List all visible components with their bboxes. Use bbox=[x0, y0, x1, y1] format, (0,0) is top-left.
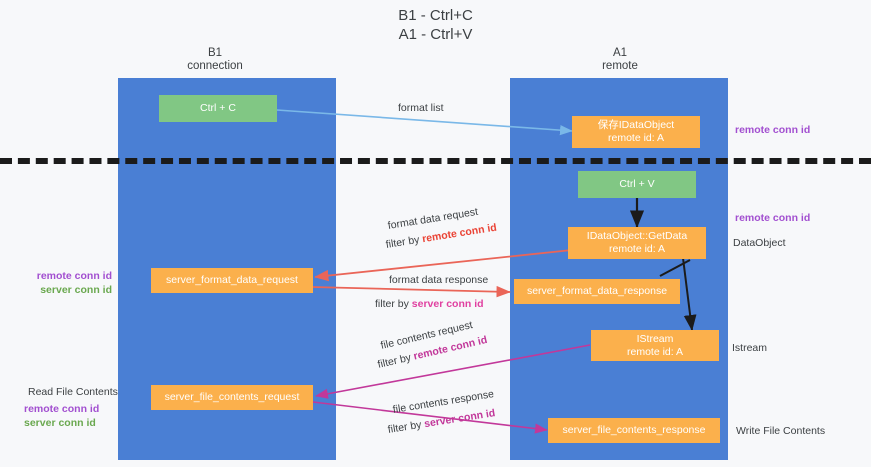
filter-prefix: filter by bbox=[386, 418, 426, 436]
node-server-file-contents-request-label: server_file_contents_request bbox=[164, 391, 300, 403]
annotation-text: remote conn id bbox=[735, 124, 811, 136]
lane-header-b1-name: B1 bbox=[207, 47, 223, 59]
lane-header-a1-role: remote bbox=[602, 60, 638, 72]
node-getdata-id: remote id: A bbox=[608, 243, 666, 255]
node-server-format-data-response-label: server_format_data_response bbox=[526, 285, 668, 297]
node-server-format-data-request-label: server_format_data_request bbox=[166, 274, 298, 286]
node-idataobject-getdata[interactable]: IDataObject::GetData remote id: A bbox=[568, 227, 706, 259]
edge-label-format-data-response-text: format data response bbox=[389, 274, 489, 286]
node-getdata-title: IDataObject::GetData bbox=[586, 230, 688, 242]
node-istream-id: remote id: A bbox=[626, 345, 684, 358]
annotation-left-read-file-contents: Read File Contents bbox=[28, 385, 118, 399]
filter-prefix: filter by bbox=[375, 298, 412, 310]
title-line-2: A1 - Ctrl+V bbox=[398, 26, 473, 43]
edge-label-format-data-response: format data response bbox=[389, 274, 488, 287]
annotation-right-remote-conn-id-mid: remote conn id bbox=[735, 211, 810, 225]
node-server-file-contents-response-label: server_file_contents_response bbox=[562, 424, 706, 436]
annotation-text: Write File Contents bbox=[736, 425, 826, 437]
node-ctrl-c-label: Ctrl + C bbox=[200, 102, 236, 114]
annotation-server-conn-id: server conn id bbox=[24, 417, 96, 429]
annotation-right-dataobject: DataObject bbox=[733, 236, 786, 250]
annotation-server-conn-id: server conn id bbox=[40, 284, 112, 296]
edge-label-format-list-text: format list bbox=[398, 102, 444, 114]
annotation-right-remote-conn-id-top: remote conn id bbox=[735, 123, 810, 137]
node-server-file-contents-response[interactable]: server_file_contents_response bbox=[548, 418, 720, 443]
annotation-right-istream: Istream bbox=[732, 341, 767, 355]
title-line-1: B1 - Ctrl+C bbox=[398, 7, 473, 24]
annotation-left-conn-ids-bottom: remote conn id server conn id bbox=[24, 402, 99, 430]
node-server-format-data-response[interactable]: server_format_data_response bbox=[514, 279, 680, 304]
node-ctrl-v[interactable]: Ctrl + V bbox=[578, 171, 696, 198]
filter-key-server-conn-id: server conn id bbox=[411, 298, 484, 310]
filter-prefix: filter by bbox=[384, 233, 424, 251]
annotation-text: DataObject bbox=[733, 237, 786, 249]
node-server-file-contents-request[interactable]: server_file_contents_request bbox=[151, 385, 313, 410]
node-server-format-data-request[interactable]: server_format_data_request bbox=[151, 268, 313, 293]
filter-prefix: filter by bbox=[376, 350, 416, 371]
annotation-remote-conn-id: remote conn id bbox=[24, 403, 100, 415]
lane-header-b1-role: connection bbox=[187, 60, 243, 72]
page-title: B1 - Ctrl+C A1 - Ctrl+V bbox=[0, 6, 871, 44]
edge-label-format-list: format list bbox=[398, 102, 444, 115]
lane-header-a1: A1 remote bbox=[560, 47, 680, 73]
annotation-text: remote conn id bbox=[735, 212, 811, 224]
annotation-left-conn-ids-top: remote conn id server conn id bbox=[24, 269, 112, 297]
node-ctrl-v-label: Ctrl + V bbox=[619, 178, 655, 190]
node-istream-title: IStream bbox=[636, 332, 674, 345]
annotation-text: Istream bbox=[732, 342, 768, 354]
lane-header-b1: B1 connection bbox=[155, 47, 275, 73]
node-save-idataobject-id: remote id: A bbox=[607, 132, 665, 144]
lane-header-a1-name: A1 bbox=[612, 47, 628, 59]
node-save-idataobject-title: 保存IDataObject bbox=[597, 119, 675, 131]
node-istream[interactable]: IStream remote id: A bbox=[591, 330, 719, 361]
node-ctrl-c[interactable]: Ctrl + C bbox=[159, 95, 277, 122]
annotation-text: Read File Contents bbox=[28, 386, 118, 398]
arrow-format-data-response bbox=[311, 285, 511, 298]
annotation-remote-conn-id: remote conn id bbox=[36, 270, 112, 282]
edge-label-format-data-response-filter: filter by server conn id bbox=[375, 298, 484, 311]
annotation-right-write-file-contents: Write File Contents bbox=[736, 424, 825, 438]
node-save-idataobject[interactable]: 保存IDataObject remote id: A bbox=[572, 116, 700, 148]
phase-divider bbox=[0, 158, 871, 164]
